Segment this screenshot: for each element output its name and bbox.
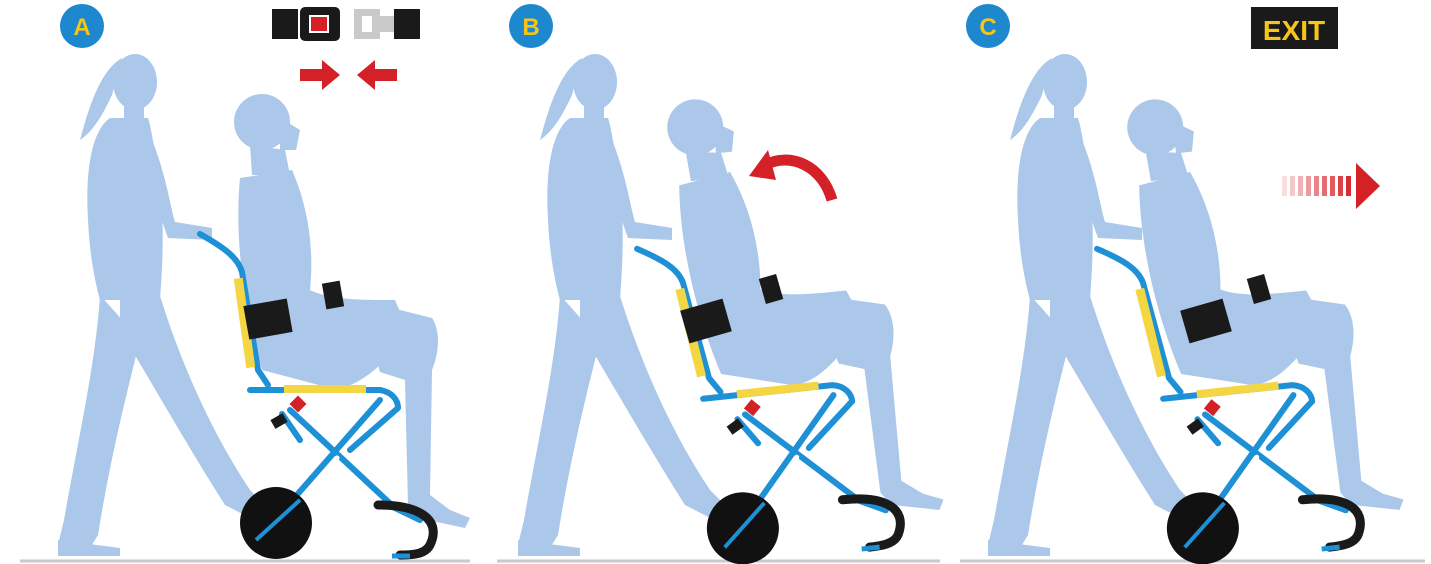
panel-c: C EXIT [966,4,1405,564]
step-badge: B [509,4,553,48]
step-badge: A [60,4,104,48]
step-badge: C [966,4,1010,48]
step-letter: B [522,14,539,41]
chair-a [200,234,433,559]
panel-b: B [509,4,945,564]
step-letter: C [979,14,996,41]
panel-a: A [58,4,470,559]
forward-arrow-icon [1282,163,1380,209]
chair-c [1097,224,1363,564]
exit-sign: EXIT [1251,7,1338,49]
curved-arrow-icon [749,150,832,200]
step-letter: A [73,14,90,41]
inward-arrows-icon [300,60,397,90]
exit-sign-label: EXIT [1263,15,1325,46]
chair-b [637,224,903,564]
seatbelt-buckle-icon [272,7,420,41]
